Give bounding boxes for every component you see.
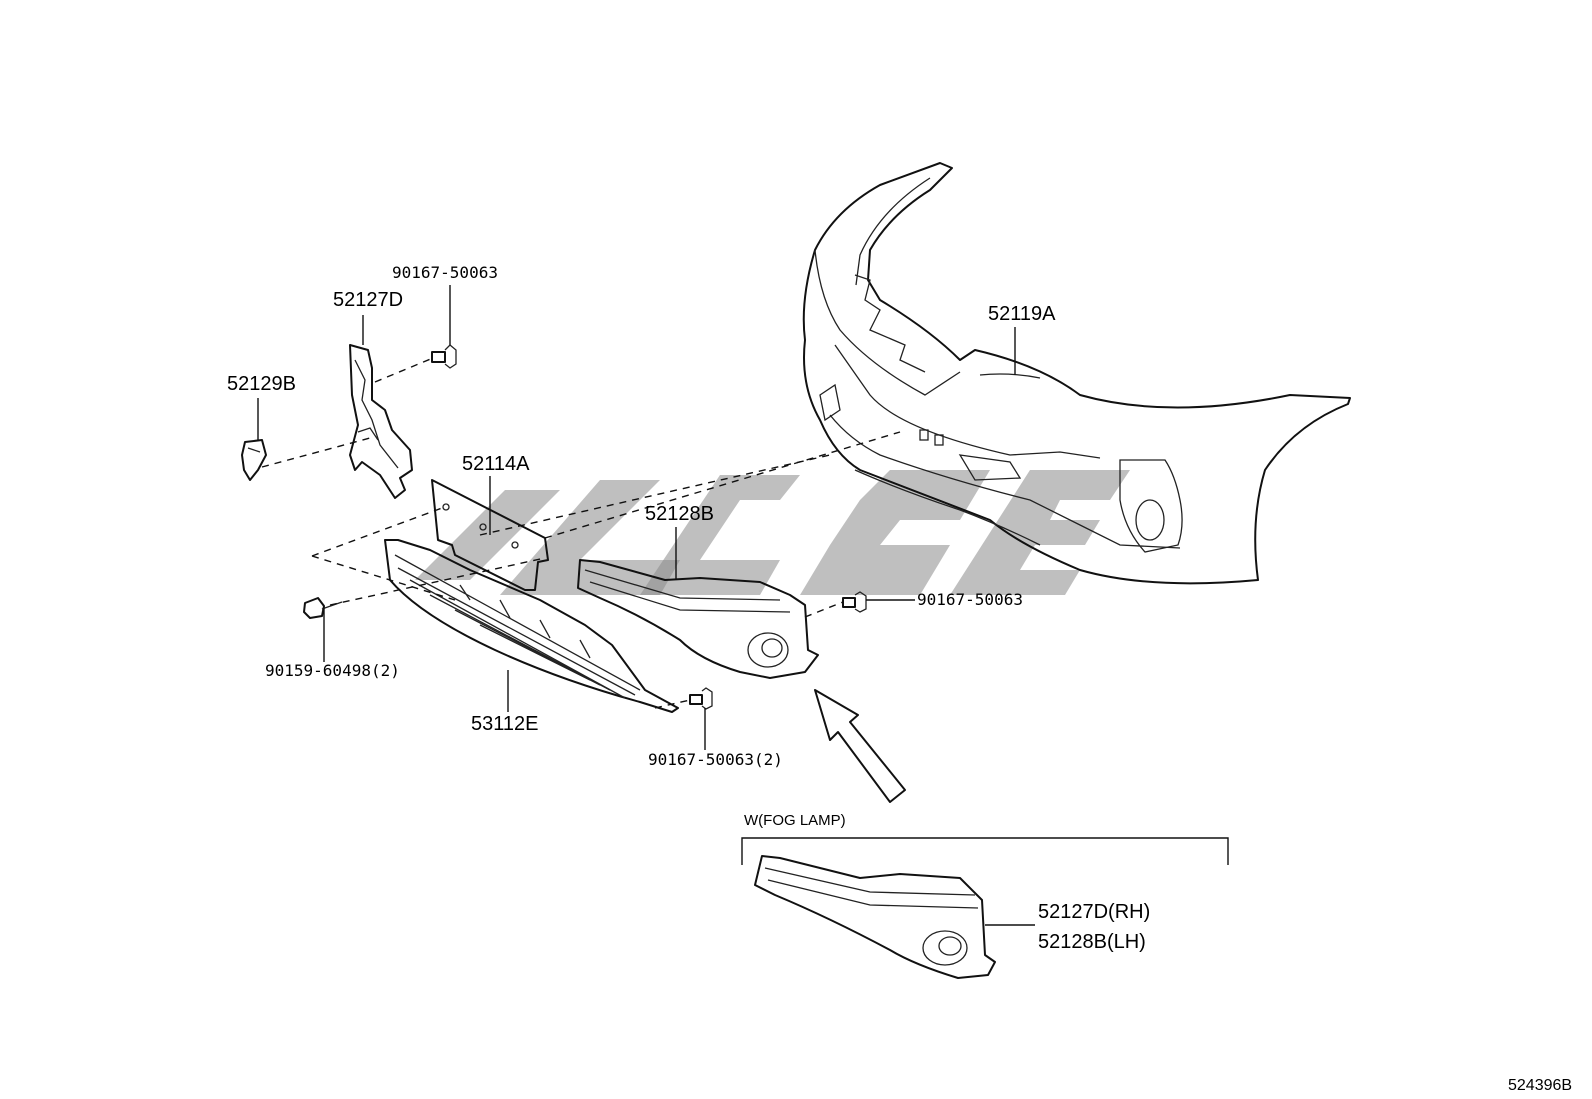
label-plate-bracket: 52114A (462, 453, 530, 475)
retainer-drawing (349, 344, 413, 499)
variant-bracket (741, 837, 1229, 865)
plate-bracket-drawing (431, 479, 549, 591)
variant-heading: W(FOG LAMP) (744, 812, 846, 829)
label-variant-lh: 52128B(LH) (1038, 931, 1146, 953)
label-fog-cover: 52128B (645, 503, 714, 525)
label-retainer: 52127D (333, 289, 403, 311)
label-bracket: 52129B (227, 373, 296, 395)
label-clip-top: 90167-50063 (392, 263, 498, 282)
label-bumper-cover: 52119A (988, 303, 1056, 325)
label-variant-rh: 52127D(RH) (1038, 901, 1150, 923)
lower-grille-drawing (384, 539, 679, 713)
fog-cover-drawing (577, 559, 819, 679)
direction-arrow (814, 689, 906, 803)
fastener-bottom-drawing (689, 687, 713, 710)
fastener-left-drawing (303, 597, 343, 619)
fastener-top-drawing (431, 344, 457, 369)
label-clip-bottom: 90167-50063(2) (648, 750, 783, 769)
leader-lines (257, 285, 1035, 926)
bumper-cover-drawing (802, 162, 1351, 585)
label-screw-left: 90159-60498(2) (265, 661, 400, 680)
label-clip-right: 90167-50063 (917, 590, 1023, 609)
reference-number: 524396B (1508, 1077, 1572, 1094)
assembly-lines (261, 357, 901, 709)
fastener-right-drawing (842, 591, 867, 613)
label-lower-grille: 53112E (471, 713, 538, 735)
small-bracket-drawing (241, 439, 267, 481)
watermark-logo (415, 470, 1130, 595)
variant-fog-cover-drawing (754, 855, 996, 979)
